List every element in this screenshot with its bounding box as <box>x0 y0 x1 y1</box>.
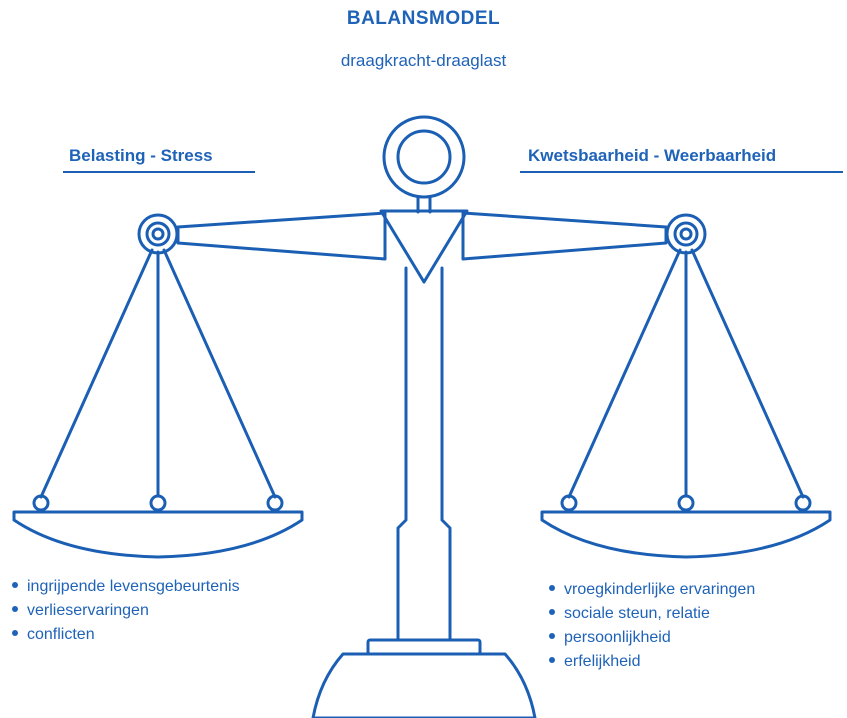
beam-right <box>461 211 668 261</box>
bullet-dot <box>549 608 555 615</box>
bullet-dot <box>12 629 18 636</box>
top-ring-inner <box>396 129 452 185</box>
bullet-dot <box>12 605 18 612</box>
list-item: conflicten <box>12 623 240 647</box>
left-pan-list: ingrijpende levensgebeurtenis verlieserv… <box>12 575 240 647</box>
top-ring-outer <box>382 115 466 199</box>
left-end-ring-mid <box>145 221 171 247</box>
right-heading-underline <box>520 171 843 173</box>
right-end-ring-mid <box>673 221 699 247</box>
bullet-dot <box>12 581 18 588</box>
column <box>396 266 452 642</box>
right-pan-heading: Kwetsbaarheid - Weerbaarheid <box>528 146 777 165</box>
list-item: sociale steun, relatie <box>549 602 755 626</box>
list-item: ingrijpende levensgebeurtenis <box>12 575 240 599</box>
left-pan <box>12 510 304 559</box>
bullet-dot <box>549 632 555 639</box>
list-item: vroegkinderlijke ervaringen <box>549 578 755 602</box>
bullet-dot <box>549 584 555 591</box>
left-end-ring-outer <box>137 213 179 255</box>
list-item: persoonlijkheid <box>549 626 755 650</box>
right-pan-list: vroegkinderlijke ervaringen sociale steu… <box>549 578 755 674</box>
beam-left <box>176 211 387 261</box>
diagram-title: BALANSMODEL <box>346 8 501 29</box>
right-pan <box>540 510 832 559</box>
list-item: verlieservaringen <box>12 599 240 623</box>
diagram-subtitle: draagkracht-draaglast <box>340 51 507 70</box>
bullet-dot <box>549 656 555 663</box>
pivot-triangle <box>379 209 469 284</box>
list-item: erfelijkheid <box>549 650 755 674</box>
left-heading-underline <box>63 171 255 173</box>
scale-lines <box>12 115 832 718</box>
right-end-ring-outer <box>665 213 707 255</box>
left-pan-heading: Belasting - Stress <box>69 146 213 165</box>
right-end-ring-inner <box>679 227 693 241</box>
left-end-ring-inner <box>151 227 165 241</box>
base-foot <box>311 652 537 718</box>
